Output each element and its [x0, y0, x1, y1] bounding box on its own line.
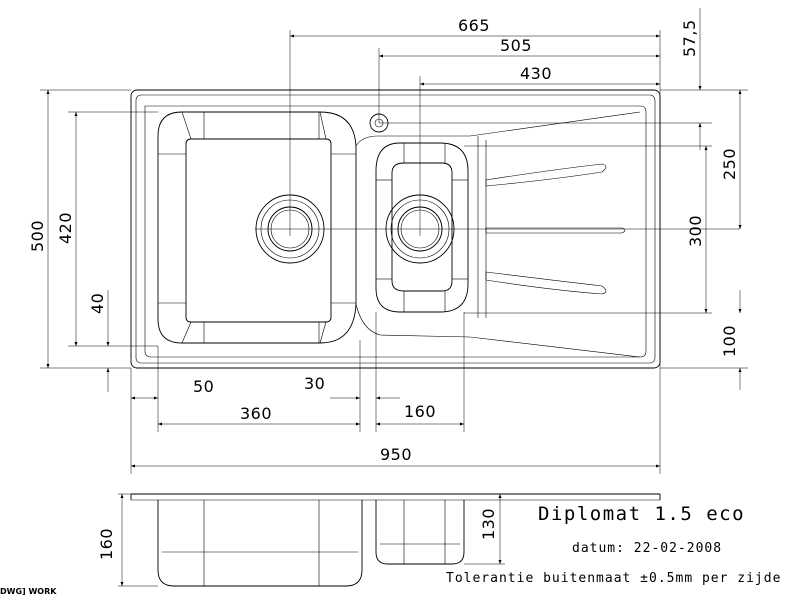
dim-160-width: 160 — [404, 402, 436, 421]
watermark: DWG] WORK — [0, 587, 57, 596]
date-label: datum: — [572, 541, 625, 556]
sink-side-view — [118, 493, 661, 587]
dim-505: 505 — [500, 36, 532, 55]
dim-100: 100 — [720, 325, 739, 357]
drainer — [477, 136, 626, 318]
main-bowl-section — [157, 500, 363, 587]
dim-40: 40 — [88, 293, 107, 314]
dim-430: 430 — [520, 64, 552, 83]
dim-950: 950 — [380, 445, 412, 464]
main-bowl — [157, 111, 357, 344]
reference-lines — [40, 30, 748, 474]
small-bowl — [375, 142, 469, 313]
dim-250: 250 — [720, 148, 739, 180]
sink-deck-outline — [144, 105, 647, 358]
dim-57-5: 57,5 — [680, 19, 699, 57]
product-title: Diplomat 1.5 eco — [538, 503, 746, 525]
date-line: datum: 22-02-2008 — [572, 541, 722, 556]
dim-360: 360 — [240, 404, 272, 423]
dim-665: 665 — [458, 16, 490, 35]
dim-50: 50 — [193, 377, 214, 396]
date-value: 22-02-2008 — [633, 541, 723, 556]
tolerance-note: Tolerantie buitenmaat ±0.5mm per zijde — [446, 571, 782, 586]
dim-300: 300 — [686, 215, 705, 247]
small-bowl-section — [375, 500, 465, 565]
dim-420: 420 — [56, 212, 75, 244]
dimension-labels: 665 505 430 57,5 250 300 100 500 420 40 … — [28, 16, 739, 560]
dim-160-height: 160 — [97, 528, 116, 560]
dim-500: 500 — [28, 220, 47, 252]
dim-130: 130 — [479, 508, 498, 540]
dim-30: 30 — [304, 374, 325, 393]
dimension-lines — [46, 8, 742, 468]
